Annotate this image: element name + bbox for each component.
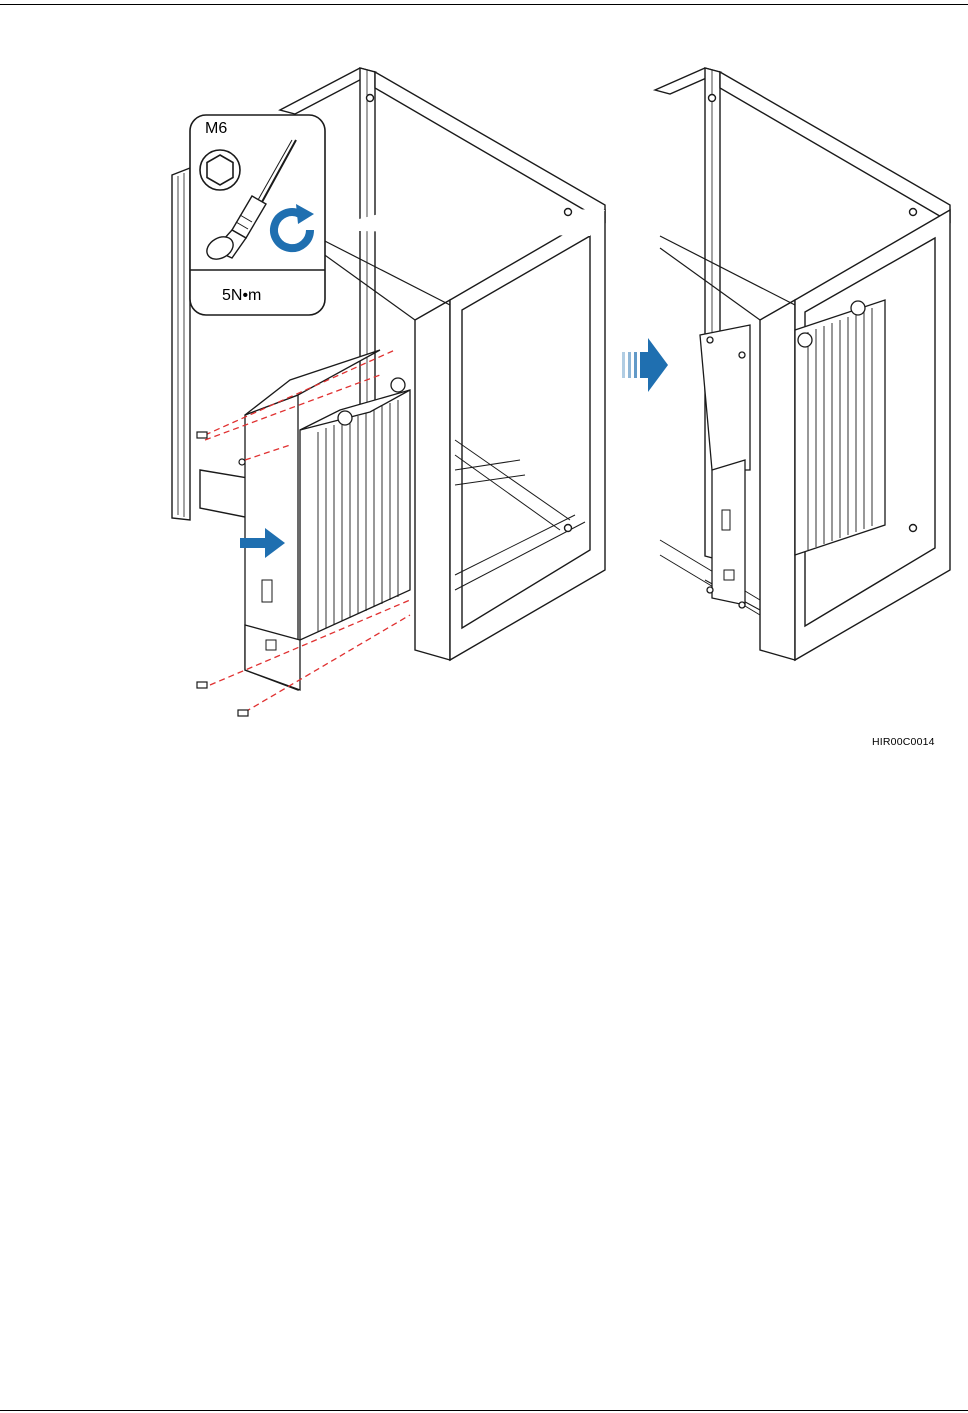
next-step-arrow-icon [622,338,668,392]
torque-label: 5N•m [222,287,261,305]
installation-illustration [0,0,968,760]
figure-code: HIR00C0014 [872,736,935,748]
installation-figure: M6 5N•m HIR00C0014 [0,0,968,760]
tool-size-label: M6 [205,120,227,138]
hex-socket-icon [200,150,240,190]
tool-callout [190,115,325,315]
rf-module-left [245,350,410,690]
footer-rule [0,1410,968,1411]
